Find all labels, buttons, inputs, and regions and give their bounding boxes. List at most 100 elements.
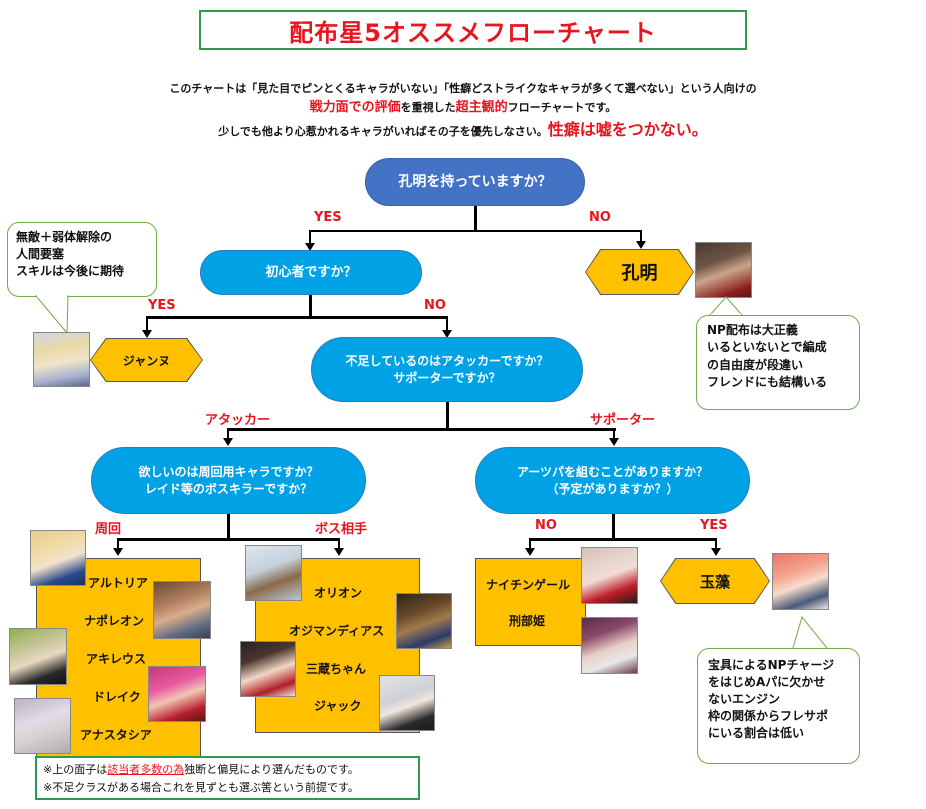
connector <box>474 206 477 231</box>
result-tamamo: 玉藻 <box>661 559 769 603</box>
intro-line-3: 少しでも他より心惹かれるキャラがいればその子を優先しなさい。性癖は嘘をつかない。 <box>130 116 796 140</box>
question-q4: 欲しいのは周回用キャラですか？ レイド等のボスキラーですか？ <box>91 447 366 514</box>
branch-label-q5-no: NO <box>535 518 557 533</box>
bubble-jeanne: 無敵＋弱体解除の 人間要塞 スキルは今後に期待 <box>7 222 157 297</box>
bubble-kongming: NP配布は大正義 いるといないとで編成 の自由度が段違い フレンドにも結構いる <box>696 315 860 410</box>
result-kongming-text: 孔明 <box>621 263 658 284</box>
bubble-line: 人間要塞 <box>16 246 65 261</box>
branch-label-q1-no: NO <box>589 210 611 225</box>
connector <box>146 316 448 319</box>
intro-text-mid: を重視した <box>400 101 456 114</box>
connector <box>613 428 615 438</box>
question-q1-text: 孔明を持っていますか？ <box>398 173 552 190</box>
boss-name: ジャック <box>314 699 362 713</box>
arrow-icon <box>711 548 721 556</box>
bubble-line: スキルは今後に期待 <box>16 263 125 278</box>
footnote-line-2: ※不足クラスがある場合これを見ずとも選ぶ筈という前提です。 <box>43 780 359 794</box>
connector <box>529 538 717 541</box>
question-q2: 初心者ですか？ <box>200 250 422 295</box>
result-kongming: 孔明 <box>586 250 693 294</box>
bubble-line: 宝具によるNPチャージ <box>708 658 835 672</box>
portrait-jack <box>379 675 435 731</box>
support-name: 刑部姫 <box>509 614 546 628</box>
boss-name: オジマンディアス <box>289 624 385 638</box>
bubble-line: いるといないとで編成 <box>707 340 827 355</box>
footnote-line-1: ※上の面子は該当者多数の為独断と偏見により選んだものです。 <box>43 761 412 779</box>
branch-label-q1-yes: YES <box>314 210 342 225</box>
farm-name: ドレイク <box>93 690 141 704</box>
farm-name: アルトリア <box>88 576 148 590</box>
connector <box>117 538 340 541</box>
connector <box>309 295 312 317</box>
question-q3-line1: 不足しているのはアタッカーですか？ <box>345 354 549 369</box>
connector <box>446 402 449 429</box>
branch-label-q4-farm: 周回 <box>95 522 122 537</box>
question-q2-text: 初心者ですか？ <box>265 264 357 280</box>
footnote-text: ※上の面子は <box>43 763 108 776</box>
portrait-napoleon <box>153 581 211 639</box>
question-q3: 不足しているのはアタッカーですか？ サポーターですか？ <box>311 337 583 402</box>
result-tamamo-text: 玉藻 <box>699 572 730 591</box>
intro-line-1: このチャートは「見た目でピンとくるキャラがいない」「性癖どストライクなキャラが多… <box>169 82 757 95</box>
arrow-icon <box>334 548 344 556</box>
arrow-icon <box>113 548 123 556</box>
portrait-ozymandias <box>396 593 452 649</box>
connector <box>227 428 616 431</box>
branch-label-q5-yes: YES <box>700 518 728 533</box>
branch-label-q2-no: NO <box>424 298 446 313</box>
arrow-icon <box>142 330 152 338</box>
footnote: ※上の面子は該当者多数の為独断と偏見により選んだものです。 ※不足クラスがある場… <box>35 756 420 800</box>
bubble-line: ないエンジン <box>708 692 781 707</box>
intro-emphasis-2: 超主観的 <box>455 100 508 115</box>
bubble-tail <box>34 295 69 335</box>
portrait-sanzang <box>240 641 296 697</box>
farm-name: アキレウス <box>86 652 147 666</box>
question-q4-line1: 欲しいのは周回用キャラですか？ <box>138 465 319 480</box>
question-q5-line2: （予定がありますか？） <box>546 481 679 496</box>
intro-text-3: 少しでも他より心惹かれるキャラがいればその子を優先しなさい。 <box>218 125 548 138</box>
portrait-artoria <box>30 530 86 586</box>
intro-emphasis-3: 性癖は嘘をつかない。 <box>547 120 708 139</box>
connector <box>612 514 615 539</box>
bubble-line: フレンドにも結構いる <box>707 375 828 390</box>
question-q5-line1: アーツパを組むことがありますか？ <box>516 465 709 480</box>
connector <box>310 230 642 232</box>
question-q5: アーツパを組むことがありますか？ （予定がありますか？） <box>475 447 750 514</box>
portrait-nightingale <box>581 547 638 604</box>
portrait-orion <box>245 545 302 601</box>
branch-label-q3-supporter: サポーター <box>590 413 656 428</box>
portrait-jeanne <box>33 332 90 387</box>
branch-label-q4-boss: ボス相手 <box>315 522 368 537</box>
bubble-line: にいる割合は低い <box>708 726 805 741</box>
portrait-anastasia <box>14 698 71 754</box>
connector <box>446 316 448 330</box>
connector <box>146 316 148 330</box>
bubble-line: NP配布は大正義 <box>707 323 798 337</box>
bubble-tamamo: 宝具によるNPチャージ をはじめAパに欠かせ ないエンジン 枠の関係からフレサポ… <box>697 648 860 764</box>
connector <box>227 428 229 438</box>
boss-name: オリオン <box>314 586 363 600</box>
question-q1: 孔明を持っていますか？ <box>365 158 585 206</box>
connector <box>529 538 531 548</box>
portrait-kongming <box>695 242 752 298</box>
result-jeanne-text: ジャンヌ <box>122 353 171 368</box>
branch-label-q3-attacker: アタッカー <box>205 413 271 428</box>
bubble-line: 無敵＋弱体解除の <box>16 230 113 244</box>
arrow-icon <box>525 548 535 556</box>
title-box: 配布星5オススメフローチャート <box>199 10 747 50</box>
bubble-line: 枠の関係からフレサポ <box>708 709 829 724</box>
arrow-icon <box>305 243 315 251</box>
farm-name: ナポレオン <box>84 614 145 628</box>
bubble-line: をはじめAパに欠かせ <box>708 675 826 690</box>
connector <box>227 514 230 539</box>
branch-label-q2-yes: YES <box>148 298 176 313</box>
intro-emphasis-1: 戦力面での評価 <box>309 100 401 115</box>
portrait-drake <box>148 666 206 722</box>
intro-text-end: フローチャートです。 <box>507 101 617 114</box>
result-jeanne: ジャンヌ <box>91 339 202 381</box>
portrait-osakabehime <box>581 617 638 674</box>
bubble-tail <box>708 296 744 317</box>
intro-line-2: 戦力面での評価を重視した超主観的フローチャートです。 <box>130 96 796 115</box>
connector <box>715 538 717 548</box>
result-support-panel <box>475 558 586 646</box>
